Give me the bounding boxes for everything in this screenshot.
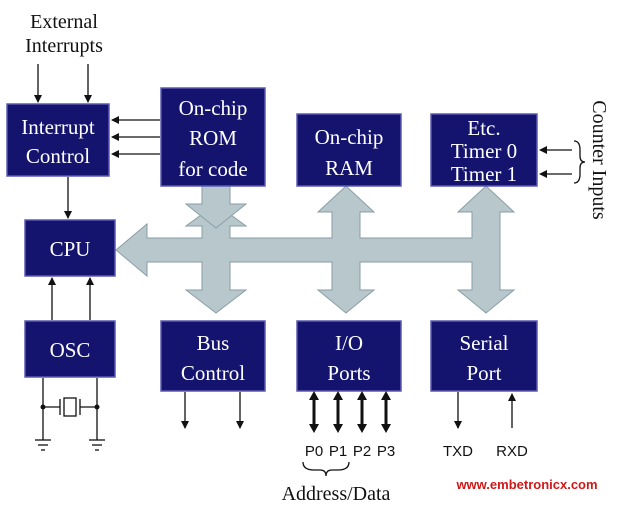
internal-bus (115, 185, 516, 314)
io-port-lines (309, 391, 391, 433)
txd-label: TXD (443, 443, 473, 460)
rxd-label: RXD (496, 443, 528, 460)
counter-inputs-label: Counter Inputs (588, 100, 610, 220)
watermark-text: www.embetronicx.com (455, 477, 597, 492)
rom-to-bus-arrow (184, 185, 248, 229)
rom-line1: On-chip (179, 96, 248, 120)
interrupt-control-line2: Control (26, 144, 90, 168)
osc-block: OSC (24, 320, 116, 378)
timers-line1: Etc. (467, 116, 500, 140)
port-p1-label: P1 (329, 443, 347, 460)
onchip-rom-block: On-chip ROM for code (160, 87, 266, 187)
serial-port-line2: Port (466, 361, 501, 385)
ram-line1: On-chip (315, 125, 384, 149)
timers-line3: Timer 1 (451, 162, 517, 186)
external-label: External (30, 11, 98, 33)
cpu-label: CPU (50, 237, 91, 261)
rom-line2: ROM (189, 126, 237, 150)
interrupt-control-line1: Interrupt (21, 115, 95, 139)
serial-port-block: Serial Port (430, 320, 538, 392)
bus-control-line2: Control (181, 361, 245, 385)
cpu-block: CPU (24, 219, 116, 277)
io-ports-line2: Ports (327, 361, 370, 385)
counter-brace (573, 140, 586, 184)
interrupts-label: Interrupts (25, 35, 103, 57)
bus-control-block: Bus Control (160, 320, 266, 392)
osc-label: OSC (50, 338, 91, 362)
onchip-ram-block: On-chip RAM (296, 113, 402, 187)
crystal-circuit (35, 378, 105, 451)
port-p3-label: P3 (377, 443, 395, 460)
port-p2-label: P2 (353, 443, 371, 460)
interrupt-control-block: Interrupt Control (6, 103, 110, 177)
address-data-brace (302, 461, 350, 477)
ram-line2: RAM (325, 156, 373, 180)
io-ports-block: I/O Ports (296, 320, 402, 392)
timers-block: Etc. Timer 0 Timer 1 (430, 113, 538, 187)
rom-line3: for code (178, 157, 247, 181)
port-p0-label: P0 (305, 443, 323, 460)
bus-control-line1: Bus (197, 331, 230, 355)
timers-line2: Timer 0 (451, 139, 517, 163)
serial-port-line1: Serial (460, 331, 509, 355)
io-ports-line1: I/O (335, 331, 363, 355)
address-data-label: Address/Data (282, 483, 391, 505)
